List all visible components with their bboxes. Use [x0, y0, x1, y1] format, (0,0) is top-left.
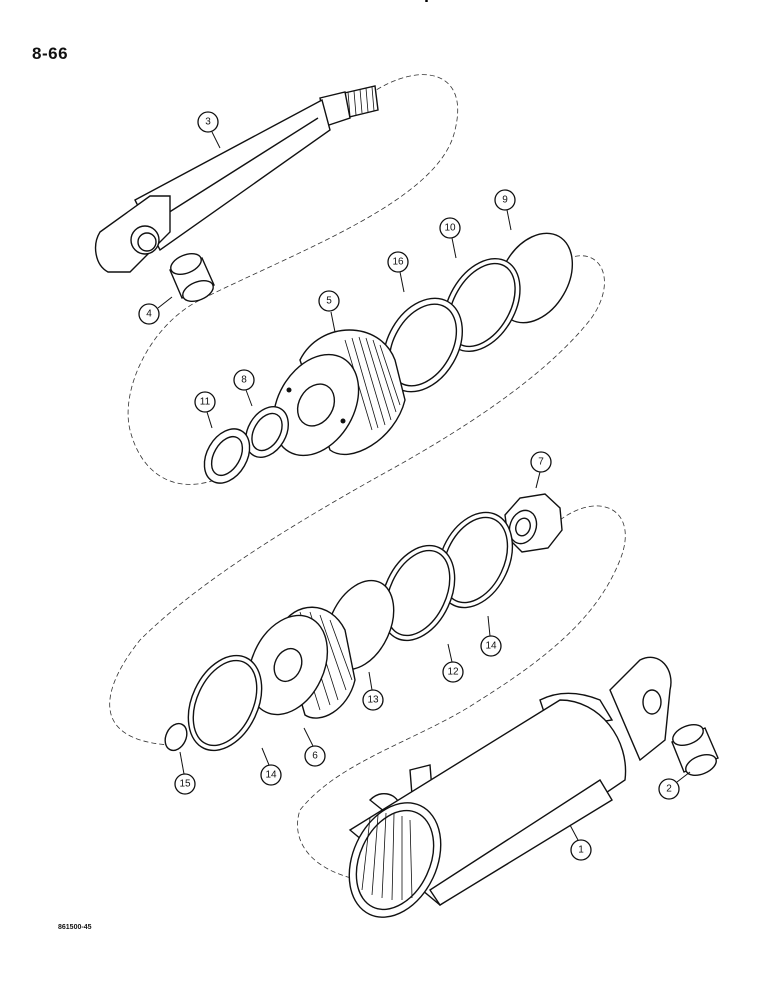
top-cropped-fragment: p — [424, 0, 435, 2]
callout-7: 7 — [530, 451, 552, 473]
part-ring-14-lower — [187, 654, 263, 752]
callout-11: 11 — [194, 391, 216, 413]
callout-10-label: 10 — [444, 223, 456, 234]
part-wear-ring-8 — [245, 406, 289, 458]
callout-3: 3 — [197, 111, 219, 133]
part-ring-14-upper — [436, 511, 514, 609]
leader-lines — [157, 131, 691, 841]
callout-5-label: 5 — [326, 296, 332, 307]
callout-2-label: 2 — [666, 784, 672, 795]
callout-14a-label: 14 — [485, 641, 497, 652]
part-ring-12 — [380, 544, 456, 642]
part-cylinder-barrel-1 — [348, 656, 672, 918]
part-nut-7 — [504, 493, 563, 553]
callout-6-label: 6 — [312, 751, 318, 762]
callout-14b: 14 — [260, 764, 282, 786]
callout-12: 12 — [442, 661, 464, 683]
callout-15-label: 15 — [179, 779, 191, 790]
callout-13-label: 13 — [367, 695, 379, 706]
callout-8-label: 8 — [241, 375, 247, 386]
callout-14a: 14 — [480, 635, 502, 657]
callout-14b-label: 14 — [265, 770, 277, 781]
callout-7-label: 7 — [538, 457, 544, 468]
assembly-dash-lines — [109, 74, 626, 881]
part-piston-rod — [94, 85, 379, 273]
figure-code: 861500-45 — [58, 924, 92, 931]
callout-16: 16 — [387, 251, 409, 273]
part-piston-6 — [247, 606, 356, 719]
callout-16-label: 16 — [392, 257, 404, 268]
part-gland-5 — [272, 329, 406, 457]
part-bushing-4 — [169, 253, 215, 302]
callout-9-label: 9 — [502, 195, 508, 206]
callout-8: 8 — [233, 369, 255, 391]
part-ring-10 — [443, 257, 521, 353]
callout-10: 10 — [439, 217, 461, 239]
callout-2: 2 — [658, 778, 680, 800]
part-bushing-2 — [671, 724, 719, 776]
part-seal-16 — [383, 297, 463, 393]
callout-12-label: 12 — [447, 667, 459, 678]
callout-15: 15 — [174, 773, 196, 795]
callout-1-label: 1 — [578, 845, 584, 856]
callout-1: 1 — [570, 839, 592, 861]
callout-3-label: 3 — [205, 117, 211, 128]
part-rod-seal-11 — [203, 428, 251, 484]
callout-4: 4 — [138, 303, 160, 325]
callout-5: 5 — [318, 290, 340, 312]
callout-13: 13 — [362, 689, 384, 711]
callout-9: 9 — [494, 189, 516, 211]
callout-4-label: 4 — [146, 309, 152, 320]
callout-11-label: 11 — [200, 397, 211, 408]
callout-6: 6 — [304, 745, 326, 767]
page-number: 8-66 — [32, 44, 69, 63]
part-o-ring-15 — [164, 722, 188, 752]
